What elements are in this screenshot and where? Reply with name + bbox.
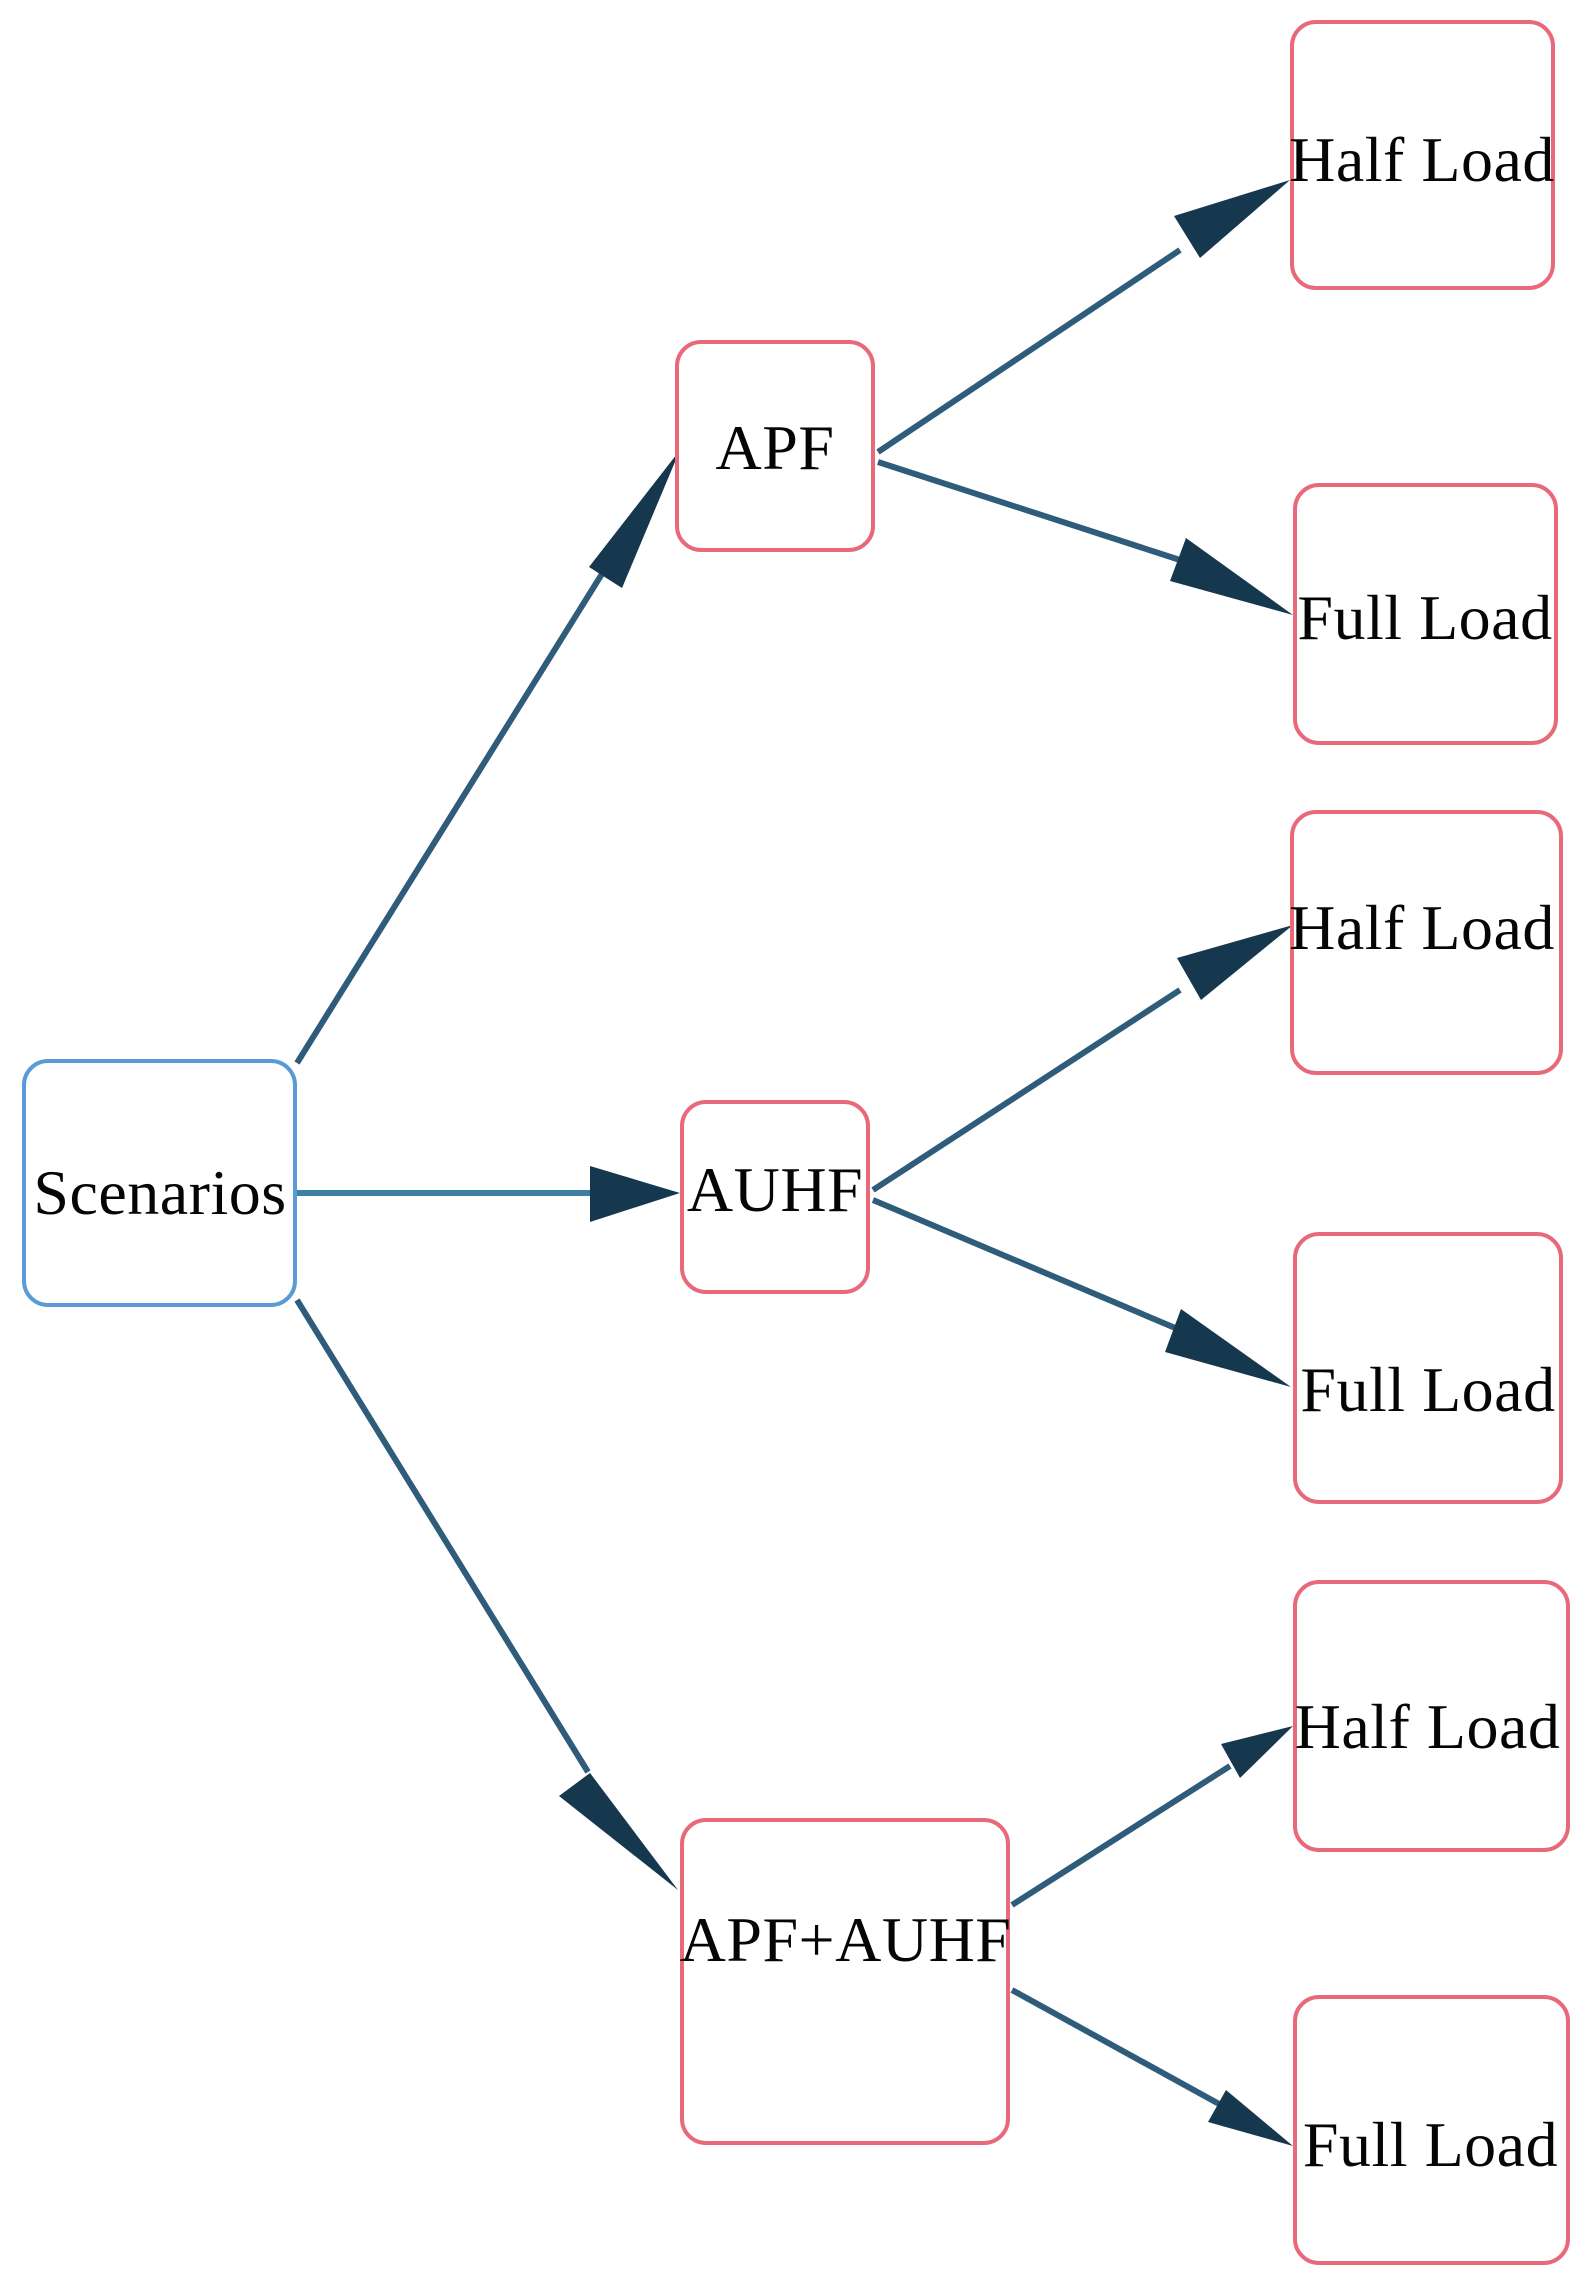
node-auhf[interactable] xyxy=(680,1100,870,1294)
node-scenarios[interactable] xyxy=(22,1059,297,1307)
edge-scenarios-to-apf xyxy=(294,450,680,1065)
node-auhf-half-load[interactable] xyxy=(1290,810,1563,1075)
edge-apf-to-half-load xyxy=(876,180,1290,455)
edge-scenarios-to-apf-auhf xyxy=(294,1298,678,1890)
edge-apf-to-full-load xyxy=(877,459,1293,615)
edge-auhf-to-full-load xyxy=(871,1197,1291,1387)
node-apf-auhf-full-load[interactable] xyxy=(1293,1995,1570,2265)
node-apf-half-load[interactable] xyxy=(1290,20,1555,290)
node-apf-auhf-half-load[interactable] xyxy=(1293,1580,1570,1852)
edge-apf-auhf-to-full-load xyxy=(1010,1987,1293,2146)
node-apf[interactable] xyxy=(675,340,875,552)
edge-scenarios-to-auhf xyxy=(297,1166,680,1222)
node-auhf-full-load[interactable] xyxy=(1293,1232,1563,1504)
edge-auhf-to-half-load xyxy=(871,925,1293,1193)
node-apf-full-load[interactable] xyxy=(1293,483,1558,745)
node-apf-auhf[interactable] xyxy=(680,1818,1010,2145)
edge-apf-auhf-to-half-load xyxy=(1010,1726,1293,1908)
